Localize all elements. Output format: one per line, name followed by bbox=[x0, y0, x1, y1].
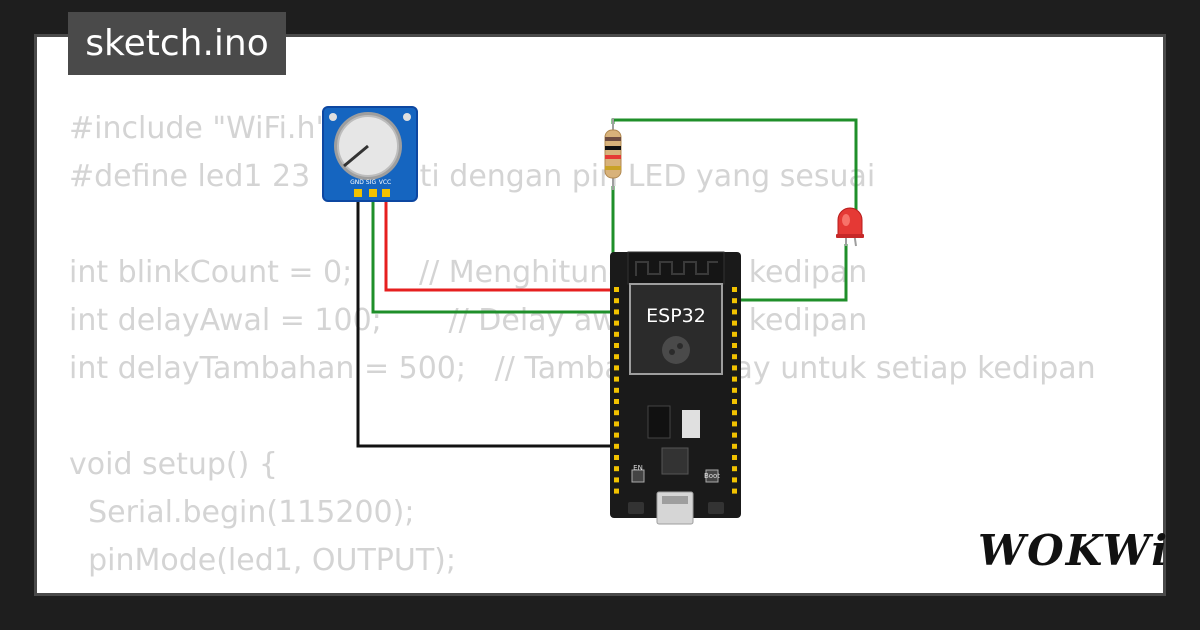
header-pin[interactable] bbox=[732, 354, 737, 360]
header-pin[interactable] bbox=[614, 287, 619, 292]
header-pin[interactable] bbox=[614, 354, 619, 360]
code-line: pinMode(led1, OUTPUT); bbox=[69, 543, 456, 578]
header-pin[interactable] bbox=[732, 331, 737, 337]
header-pin[interactable] bbox=[732, 376, 737, 382]
pin-header-left bbox=[614, 287, 619, 494]
potentiometer[interactable]: GND SIG VCC bbox=[322, 106, 418, 202]
header-pin[interactable] bbox=[732, 287, 737, 292]
header-pin[interactable] bbox=[732, 309, 737, 315]
wire-vcc[interactable] bbox=[384, 196, 617, 292]
code-line: #include "WiFi.h" bbox=[69, 111, 330, 146]
wire-resistor-to-led[interactable] bbox=[611, 118, 858, 230]
header-pin[interactable] bbox=[614, 343, 619, 348]
header-pin[interactable] bbox=[614, 365, 619, 371]
file-tab[interactable]: sketch.ino bbox=[68, 12, 286, 75]
header-pin[interactable] bbox=[732, 365, 737, 371]
header-pin[interactable] bbox=[614, 298, 619, 304]
header-pin[interactable] bbox=[614, 399, 619, 404]
header-pin[interactable] bbox=[614, 331, 619, 337]
header-pin[interactable] bbox=[732, 421, 737, 427]
header-pin[interactable] bbox=[614, 488, 619, 494]
pot-pin-label: SIG bbox=[366, 179, 377, 186]
header-pin[interactable] bbox=[614, 432, 619, 438]
code-line: Serial.begin(115200); bbox=[69, 495, 415, 530]
pot-pin-label: VCC bbox=[379, 179, 391, 186]
header-pin[interactable] bbox=[614, 309, 619, 315]
header-pin[interactable] bbox=[732, 298, 737, 304]
en-label: EN bbox=[633, 464, 643, 472]
header-pin[interactable] bbox=[732, 455, 737, 460]
wokwi-logo: WOKWi bbox=[978, 526, 1170, 575]
esp32-board[interactable]: ESP32 EN Boot bbox=[610, 251, 741, 525]
header-pin[interactable] bbox=[732, 343, 737, 348]
header-pin[interactable] bbox=[732, 432, 737, 438]
board-label: ESP32 bbox=[646, 305, 706, 327]
header-pin[interactable] bbox=[732, 410, 737, 416]
pot-pin-label: GND bbox=[350, 179, 364, 186]
header-pin[interactable] bbox=[614, 466, 619, 472]
header-pin[interactable] bbox=[732, 387, 737, 393]
wire-led-to-board[interactable] bbox=[734, 244, 848, 302]
en-button[interactable] bbox=[628, 502, 644, 514]
header-pin[interactable] bbox=[614, 410, 619, 416]
header-pin[interactable] bbox=[732, 488, 737, 494]
header-pin[interactable] bbox=[614, 387, 619, 393]
resistor[interactable] bbox=[604, 118, 622, 190]
header-pin[interactable] bbox=[614, 455, 619, 460]
boot-button[interactable] bbox=[708, 502, 724, 514]
code-line: void setup() { bbox=[69, 447, 278, 482]
wire-gnd[interactable] bbox=[356, 196, 617, 448]
header-pin[interactable] bbox=[732, 399, 737, 404]
header-pin[interactable] bbox=[732, 320, 737, 326]
header-pin[interactable] bbox=[614, 376, 619, 382]
header-pin[interactable] bbox=[614, 477, 619, 483]
header-pin[interactable] bbox=[614, 443, 619, 449]
header-pin[interactable] bbox=[732, 466, 737, 472]
header-pin[interactable] bbox=[614, 320, 619, 326]
header-pin[interactable] bbox=[614, 421, 619, 427]
header-pin[interactable] bbox=[732, 477, 737, 483]
pin-header-right bbox=[732, 287, 737, 494]
code-line: Serial.println("Hello, ESP32!"); bbox=[69, 585, 1096, 593]
boot-label: Boot bbox=[704, 472, 720, 480]
header-pin[interactable] bbox=[732, 443, 737, 449]
led-red[interactable] bbox=[836, 207, 864, 247]
wire-signal[interactable] bbox=[371, 196, 617, 314]
